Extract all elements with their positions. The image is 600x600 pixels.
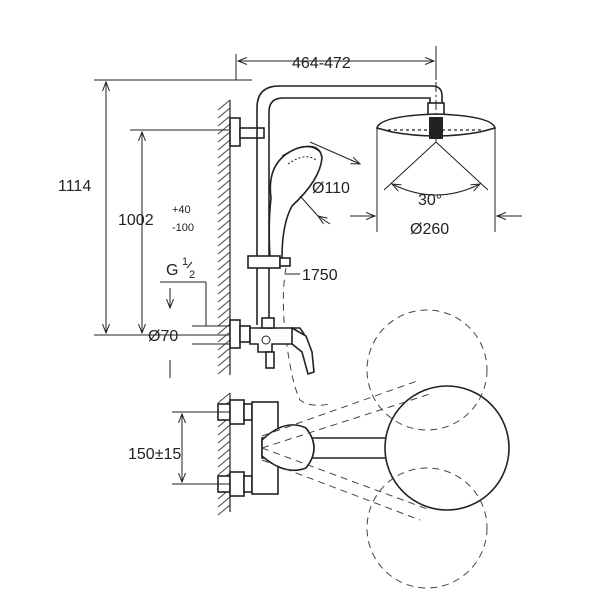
mount-tol-plus: +40 <box>172 204 191 216</box>
hatch-line <box>217 504 231 516</box>
hatch-line <box>217 107 231 119</box>
hatch-line <box>217 219 231 231</box>
hatch-line <box>217 139 231 151</box>
top-view <box>217 309 510 589</box>
thread-numerator: 1 <box>182 256 188 268</box>
hatch-line <box>217 251 231 263</box>
thread-denominator: 2 <box>189 269 195 281</box>
hatch-line <box>217 275 231 287</box>
riser-pipe-outer <box>256 85 443 325</box>
hatch-line <box>217 155 231 167</box>
hatch-line <box>217 448 231 460</box>
hatch-line <box>217 424 231 436</box>
hose <box>282 267 331 406</box>
hatch-line <box>217 115 231 127</box>
spacing-label: 150±15 <box>128 446 181 463</box>
hatch-line <box>217 131 231 143</box>
slider <box>247 255 281 269</box>
hatch-line <box>217 259 231 271</box>
hatch-line <box>217 227 231 239</box>
hatch-line <box>217 440 231 452</box>
hatch-line <box>217 203 231 215</box>
angle-label: 30° <box>418 192 442 209</box>
hatch-line <box>217 291 231 303</box>
flange-dia-label: Ø70 <box>148 328 178 345</box>
hatch-line <box>217 267 231 279</box>
hatch-line <box>217 123 231 135</box>
wall-bracket <box>229 117 241 147</box>
thread-label: G <box>166 262 178 279</box>
riser-pipe-inner <box>268 97 431 325</box>
head-swing-lower <box>366 467 488 589</box>
hatch-line <box>217 307 231 319</box>
hatch-line <box>217 355 231 367</box>
dimension-labels: 464-472 1114 1002 +40 -100 G 1 2 Ø70 Ø11… <box>58 55 449 463</box>
dimension-lines <box>94 46 522 485</box>
head-shower-top <box>384 385 510 511</box>
hatch-line <box>217 299 231 311</box>
flange-nut <box>239 325 251 343</box>
hatch-line <box>217 456 231 468</box>
mixer-lever <box>291 326 315 376</box>
wall <box>217 99 231 516</box>
hatch-line <box>217 187 231 199</box>
total-height-label: 1114 <box>58 178 91 195</box>
mount-height-label: 1002 <box>118 212 154 229</box>
hatch-line <box>217 235 231 247</box>
hatch-line <box>217 195 231 207</box>
hatch-line <box>217 496 231 508</box>
mixer-body <box>249 327 305 353</box>
mount-tol-minus: -100 <box>172 222 194 234</box>
slider-knob <box>279 257 291 267</box>
hatch-line <box>217 347 231 359</box>
hand-shower-top <box>261 424 315 472</box>
hand-shower <box>268 145 323 259</box>
hatch-line <box>217 283 231 295</box>
hatch-line <box>217 147 231 159</box>
shower-column <box>229 82 496 406</box>
hatch-line <box>217 171 231 183</box>
hatch-line <box>217 363 231 375</box>
head-swing-upper <box>366 309 488 431</box>
hatch-line <box>217 211 231 223</box>
hatch-line <box>217 432 231 444</box>
width-range-label: 464-472 <box>292 55 351 72</box>
wall-hatch-upper <box>217 99 231 375</box>
hose-length-label: 1750 <box>302 267 338 284</box>
hatch-line <box>217 179 231 191</box>
head-dia-label: Ø260 <box>410 221 449 238</box>
hatch-line <box>217 243 231 255</box>
hatch-line <box>217 163 231 175</box>
hatch-line <box>217 315 231 327</box>
hatch-line <box>217 99 231 111</box>
hatch-line <box>217 464 231 476</box>
diverter-outlet <box>265 351 275 369</box>
bracket-arm <box>239 127 265 139</box>
wall-flange <box>229 319 241 349</box>
hatch-line <box>217 392 231 404</box>
hatch-line <box>217 339 231 351</box>
hand-shower-dia-label: Ø110 <box>312 180 350 197</box>
hatch-line <box>217 331 231 343</box>
